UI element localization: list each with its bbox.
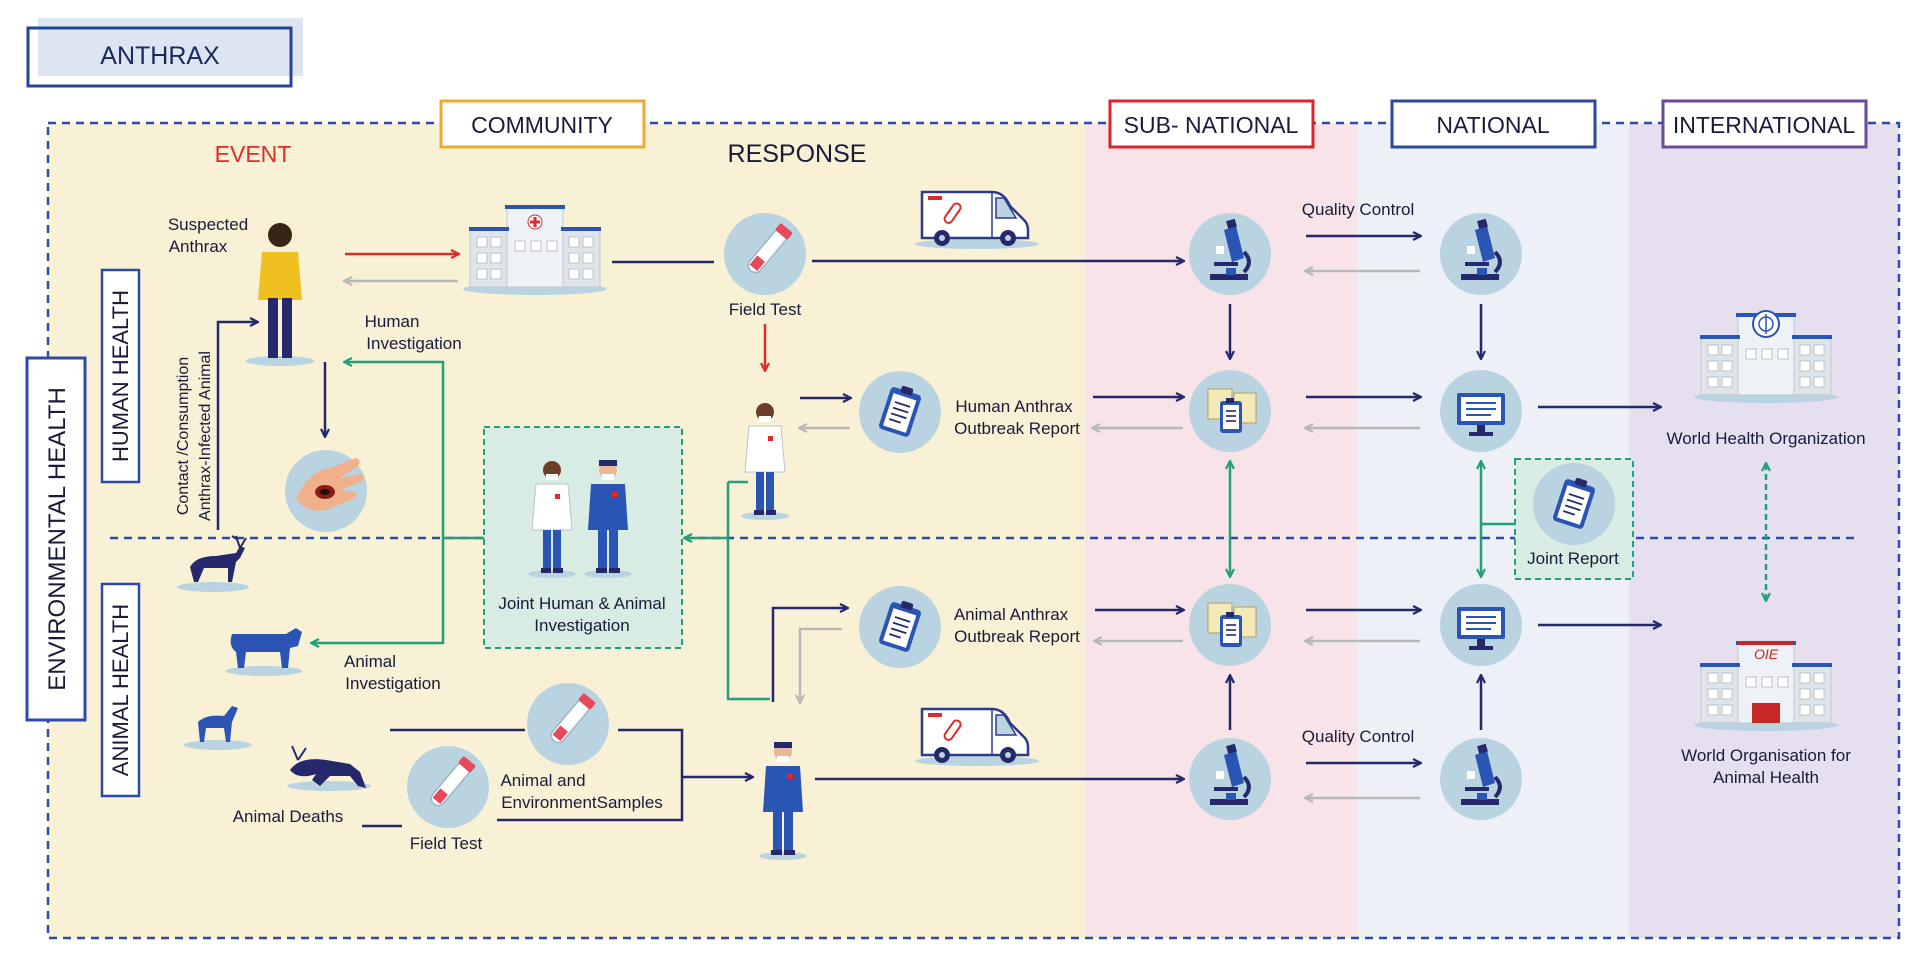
infected-hand-icon: [285, 450, 367, 532]
animal-report-label-2: Outbreak Report: [954, 627, 1080, 646]
national-header-box: [1390, 99, 1597, 149]
woah-accent-roof: [1738, 641, 1794, 645]
response-header: RESPONSE: [728, 140, 867, 168]
quality-control-top-label: Quality Control: [1302, 200, 1414, 219]
animal-deaths-label: Animal Deaths: [233, 807, 344, 826]
joint-investigation-box: [483, 426, 683, 649]
community-header: COMMUNITY: [471, 112, 613, 138]
human-outbreak-report-icon: [858, 370, 942, 454]
quality-control-bottom-label: Quality Control: [1302, 727, 1414, 746]
joint-investigation-label-2: Investigation: [534, 616, 629, 635]
subnational-lab-bottom-icon: [1187, 736, 1273, 822]
clinic-cross-icon: [527, 214, 543, 230]
vet-to-animal-report-arrow: [771, 608, 847, 702]
suspected-label-2: Anthrax: [169, 237, 228, 256]
subnational-lab-top-icon: [1187, 211, 1273, 297]
samples-to-vet-line: [497, 728, 684, 822]
cow-icon: [226, 628, 302, 676]
contact-arrow: [216, 322, 257, 530]
environmental-label: ENVIRONMENTAL HEALTH: [44, 387, 71, 691]
human-health-label-box: [100, 268, 141, 484]
national-lab-top-icon: [1438, 211, 1524, 297]
field-test-bottom-label: Field Test: [410, 834, 483, 853]
field-test-bottom-icon: [406, 745, 490, 829]
event-header: EVENT: [215, 141, 292, 167]
animal-investigation-label-1: Animal: [344, 652, 396, 671]
national-human-system-icon: [1439, 369, 1523, 453]
subnational-animal-reports-icon: [1188, 583, 1272, 667]
human-investigation-label-2: Investigation: [366, 334, 461, 353]
animal-investigation-arrow: [312, 538, 445, 643]
human-investigation-label-1: Human: [365, 312, 420, 331]
international-zone: [1629, 123, 1899, 938]
page-title: ANTHRAX: [100, 42, 220, 70]
subnational-human-reports-icon: [1188, 369, 1272, 453]
environmental-label-box: [25, 356, 87, 722]
woah-label-2: Animal Health: [1713, 768, 1819, 787]
antelope-icon: [184, 706, 252, 750]
human-health-label: HUMAN HEALTH: [108, 290, 133, 462]
joint-investigation-label-1: Joint Human & Animal: [498, 594, 665, 613]
subnational-header-box: [1108, 99, 1315, 149]
subnational-header: SUB- NATIONAL: [1124, 112, 1299, 138]
contact-label-2: Anthrax-Infected Animal: [197, 351, 214, 521]
joint-report-label: Joint Report: [1527, 549, 1619, 568]
animal-samples-icon: [526, 682, 610, 766]
samples-label-1: Animal and: [500, 771, 585, 790]
deer-icon: [177, 535, 249, 592]
woah-door: [1752, 703, 1780, 723]
who-label: World Health Organization: [1666, 429, 1865, 448]
contact-label-1: Contact /Consumption: [175, 357, 192, 515]
suspected-label-1: Suspected: [168, 215, 248, 234]
animal-report-to-vet-arrow: [800, 627, 842, 702]
animal-health-label: ANIMAL HEALTH: [108, 604, 133, 776]
to-joint-investigation-arrow: [726, 482, 770, 701]
animal-investigation-label-2: Investigation: [345, 674, 440, 693]
international-header: INTERNATIONAL: [1673, 112, 1856, 138]
samples-label-2: EnvironmentSamples: [501, 793, 663, 812]
woah-logo-text: OIE: [1754, 646, 1779, 662]
national-lab-bottom-icon: [1438, 736, 1524, 822]
field-test-top-icon: [723, 212, 807, 296]
human-investigation-arrow: [345, 362, 445, 538]
title-box: [26, 26, 293, 88]
international-header-box: [1661, 99, 1868, 149]
suspected-person-icon: [246, 223, 314, 366]
who-emblem-icon: [1752, 310, 1780, 338]
human-report-label-2: Outbreak Report: [954, 419, 1080, 438]
animal-outbreak-report-icon: [858, 585, 942, 669]
national-animal-system-icon: [1439, 583, 1523, 667]
national-header: NATIONAL: [1436, 112, 1550, 138]
community-header-box: [439, 99, 646, 149]
woah-label-1: World Organisation for: [1681, 746, 1851, 765]
animal-report-label-1: Animal Anthrax: [954, 605, 1069, 624]
outer-dashed-frame: [46, 121, 1901, 940]
joint-report-icon: [1532, 462, 1616, 546]
field-test-top-label: Field Test: [729, 300, 802, 319]
human-report-label-1: Human Anthrax: [955, 397, 1073, 416]
animal-health-label-box: [100, 582, 141, 798]
dead-deer-icon: [287, 745, 371, 791]
